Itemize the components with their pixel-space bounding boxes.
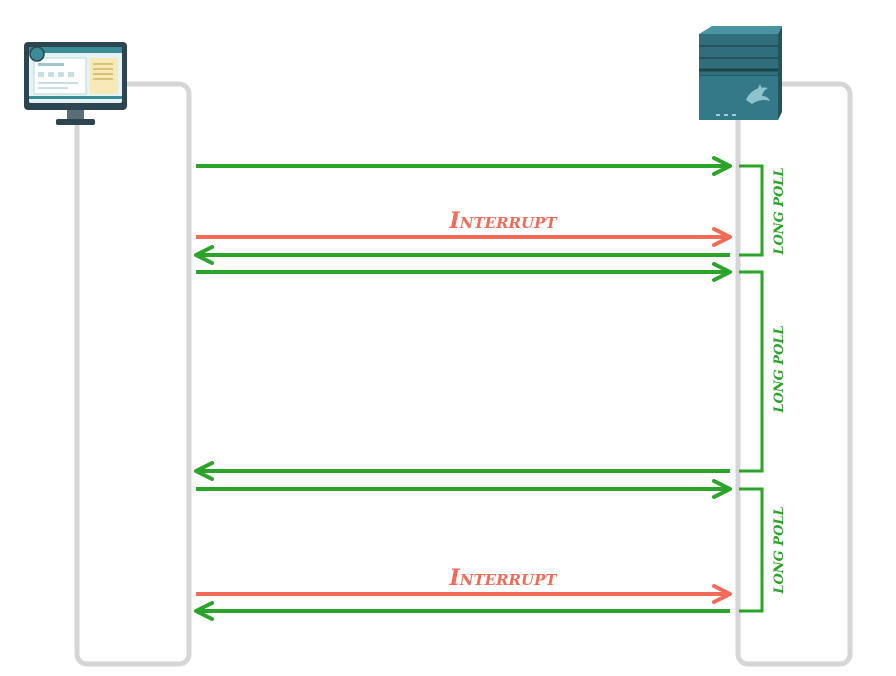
long-poll-label-1: LONG POLL bbox=[772, 167, 787, 255]
interrupt-label-1: Interrupt bbox=[448, 208, 558, 234]
long-poll-bracket-2 bbox=[739, 270, 764, 473]
interrupt-label-2: Interrupt bbox=[448, 565, 558, 591]
desktop-computer-icon bbox=[24, 42, 127, 125]
long-poll-bracket-3 bbox=[739, 487, 764, 613]
client-lifeline bbox=[74, 81, 192, 667]
long-poll-label-2: LONG POLL bbox=[772, 325, 787, 413]
server-lifeline bbox=[735, 81, 853, 667]
database-server-icon bbox=[699, 26, 782, 120]
dolphin-icon bbox=[746, 84, 770, 104]
long-poll-bracket-1 bbox=[739, 164, 764, 257]
long-poll-label-3: LONG POLL bbox=[772, 506, 787, 594]
